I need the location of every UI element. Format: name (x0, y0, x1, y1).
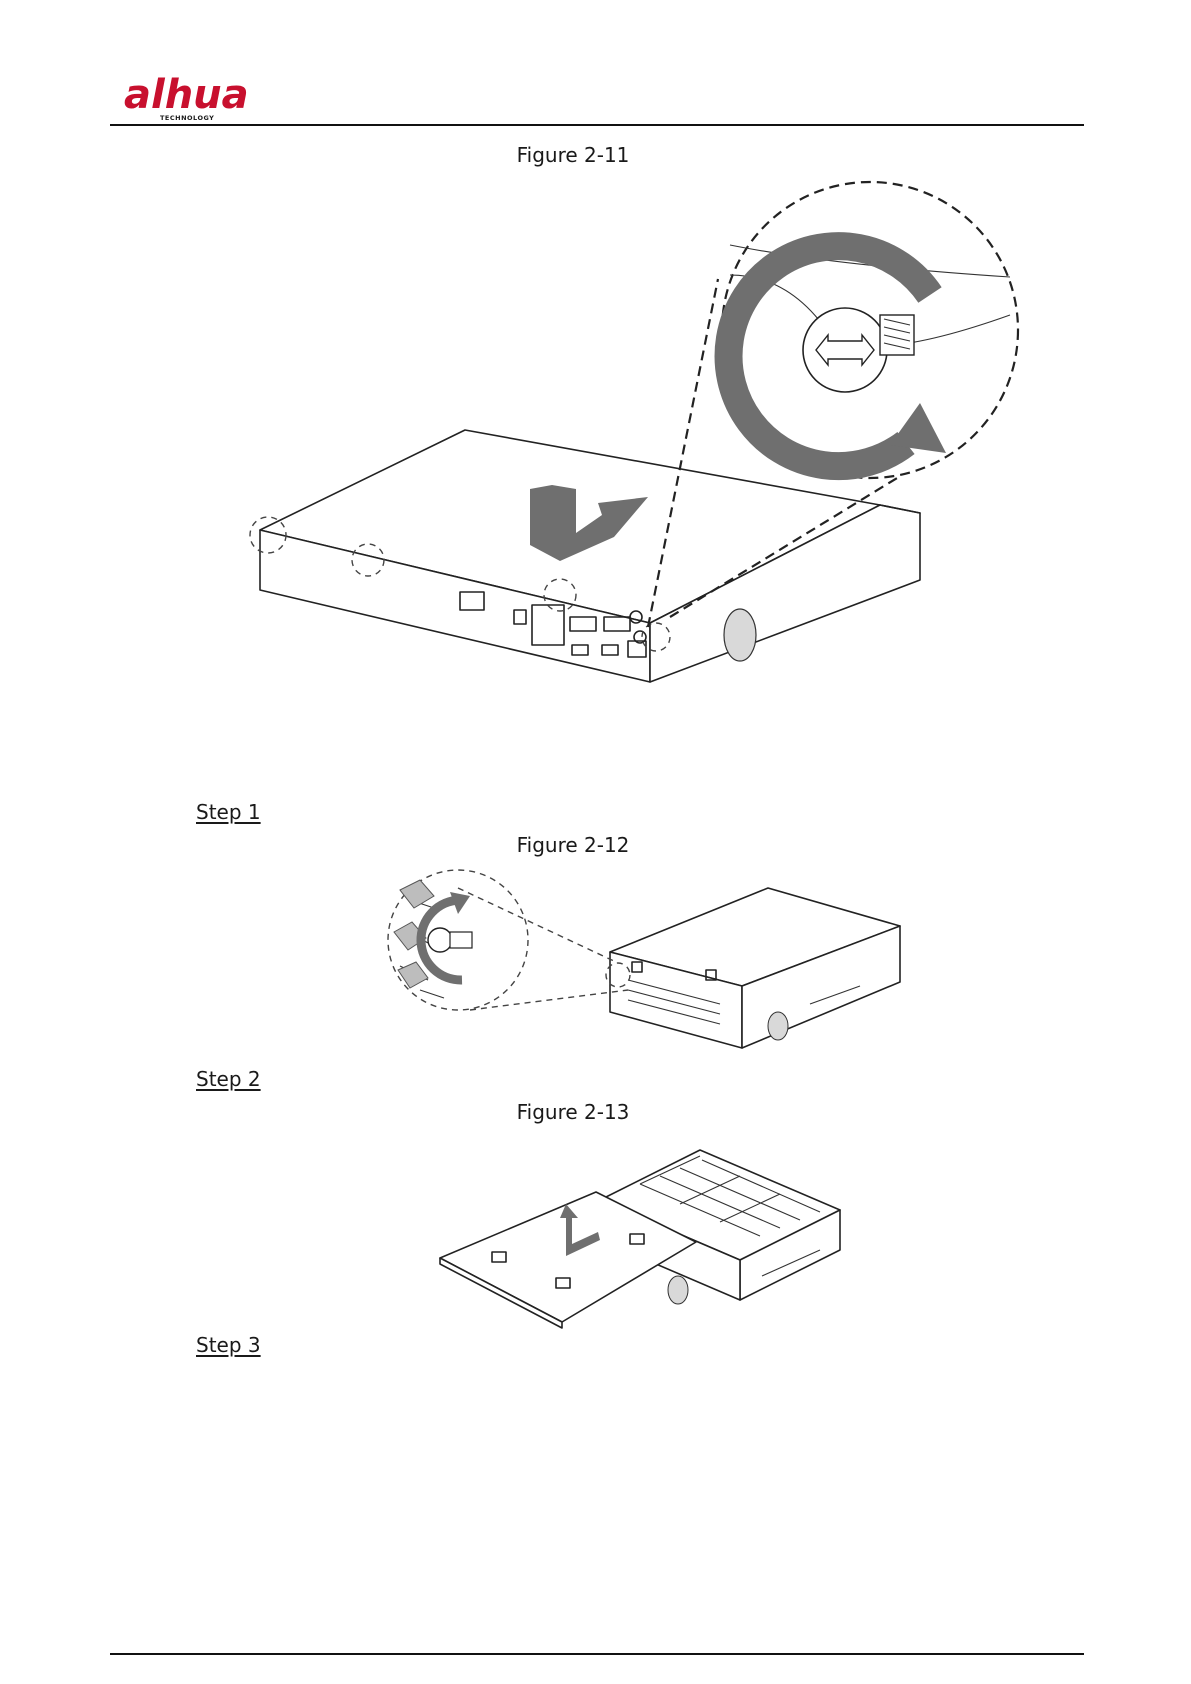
logo-subtext: TECHNOLOGY (160, 114, 214, 122)
nvr-cover-lift-illustration (440, 1140, 860, 1340)
header-rule (110, 124, 1084, 126)
step-label: Step 3 (196, 1333, 261, 1357)
figure-caption: Figure 2-11 (0, 143, 1146, 167)
footer-rule (110, 1653, 1084, 1655)
nvr-side-screw-removal-illustration (380, 870, 920, 1060)
step-label: Step 2 (196, 1067, 261, 1091)
figure-caption: Figure 2-13 (0, 1100, 1146, 1124)
figure-caption: Figure 2-12 (0, 833, 1146, 857)
nvr-rear-screw-removal-illustration (230, 185, 1060, 685)
logo-wordmark: alhua (124, 72, 249, 118)
step-label: Step 1 (196, 800, 261, 824)
dahua-logo: alhua TECHNOLOGY (124, 70, 266, 122)
